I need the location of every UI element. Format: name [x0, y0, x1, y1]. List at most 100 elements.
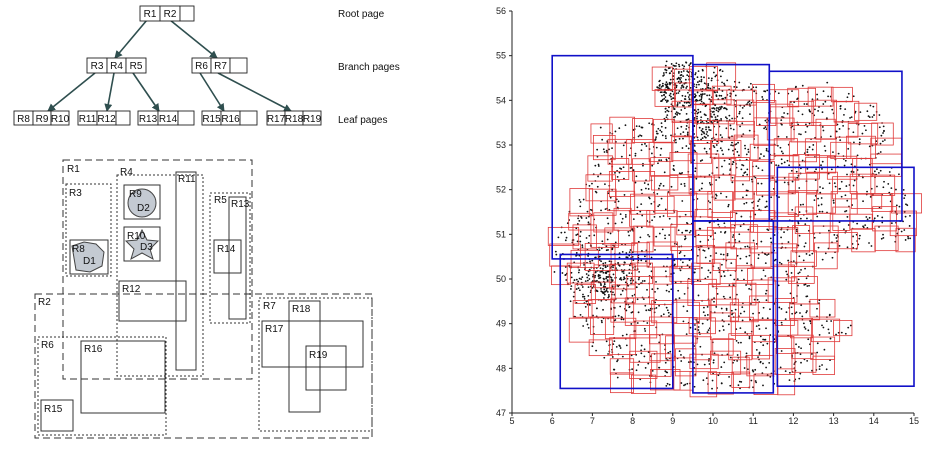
data-point	[714, 118, 717, 121]
data-point	[898, 205, 901, 208]
data-point	[686, 131, 689, 134]
data-point	[697, 326, 700, 328]
data-point	[618, 264, 621, 267]
data-point	[740, 380, 743, 383]
data-point	[852, 235, 855, 238]
data-point	[882, 125, 885, 128]
data-point	[773, 234, 776, 236]
data-point	[625, 309, 628, 312]
data-point	[703, 93, 706, 95]
region-labels: R1 R2 R3 R4 R5 R6 R7 R8 R9 R10 R11 R12 R…	[38, 164, 328, 415]
leaf-mbr	[766, 117, 795, 141]
data-point	[594, 271, 597, 274]
data-point	[649, 309, 651, 312]
data-point	[739, 125, 741, 128]
data-point	[725, 127, 728, 130]
top-level-mbr	[776, 166, 915, 387]
data-point	[800, 304, 803, 307]
data-point	[699, 111, 702, 113]
data-point	[587, 274, 590, 277]
data-point	[675, 111, 678, 114]
data-point	[605, 276, 608, 278]
data-point	[852, 131, 855, 134]
data-point	[745, 153, 748, 156]
data-point	[716, 91, 719, 94]
data-point	[686, 85, 688, 88]
data-point	[845, 209, 848, 212]
data-point	[764, 206, 767, 209]
rtree-diagram: Root page Branch pages Leaf pages R1 R2 …	[13, 5, 400, 439]
data-point	[673, 169, 676, 172]
data-point	[650, 256, 653, 259]
data-point	[908, 225, 911, 227]
leaf-mbr	[734, 176, 754, 200]
data-point	[632, 259, 635, 262]
data-point	[682, 320, 685, 323]
data-point	[770, 162, 773, 164]
data-point	[696, 91, 699, 94]
data-point	[797, 123, 800, 126]
data-point	[696, 76, 699, 79]
leaf-mbr	[654, 195, 675, 214]
data-point	[719, 107, 722, 110]
data-point	[622, 144, 625, 147]
data-point	[720, 307, 723, 310]
data-point	[577, 280, 580, 283]
object-d2	[127, 188, 157, 218]
data-point	[816, 342, 819, 345]
data-point	[856, 222, 859, 225]
data-point	[641, 250, 643, 252]
data-point	[698, 189, 701, 192]
x-tick-label: 8	[630, 416, 635, 426]
data-point	[668, 82, 671, 85]
leaf-mbr	[649, 334, 675, 362]
data-point	[666, 382, 669, 385]
data-point	[641, 143, 643, 146]
data-point	[681, 231, 684, 234]
data-point	[812, 144, 815, 146]
leaf-mbr-rectangles	[547, 62, 923, 398]
data-point	[623, 194, 626, 196]
y-tick-label: 50	[496, 274, 506, 284]
leaf-mbr	[690, 190, 713, 218]
data-point	[658, 184, 661, 187]
data-point	[816, 215, 819, 218]
data-point	[817, 204, 820, 207]
data-point	[655, 307, 658, 309]
data-point	[737, 141, 739, 144]
data-point	[827, 95, 830, 98]
region-label: R7	[263, 301, 276, 312]
data-point	[805, 277, 808, 280]
leaf-mbr	[805, 156, 837, 174]
data-point	[621, 289, 624, 292]
data-point	[698, 227, 701, 230]
data-point	[704, 256, 707, 259]
data-point	[744, 245, 747, 248]
data-point	[640, 135, 643, 137]
data-point	[777, 135, 780, 138]
data-point	[689, 86, 692, 89]
data-point	[721, 70, 724, 73]
object-label: D1	[83, 256, 96, 267]
data-point	[665, 137, 667, 140]
data-point	[754, 213, 757, 216]
data-point	[636, 298, 639, 301]
data-point	[719, 68, 722, 71]
data-point	[833, 234, 836, 236]
data-point	[732, 90, 735, 93]
region-r1	[62, 159, 253, 380]
data-point	[828, 332, 831, 334]
data-point	[831, 256, 834, 259]
leaf-mbr	[672, 283, 695, 301]
region-r5	[209, 192, 251, 324]
data-point	[668, 94, 671, 97]
data-point	[872, 105, 875, 108]
data-point	[675, 84, 678, 87]
data-point	[743, 172, 746, 174]
data-point	[864, 129, 867, 132]
leaf-mbr	[572, 224, 597, 250]
data-point	[678, 137, 681, 140]
data-point	[703, 135, 706, 138]
data-point	[795, 170, 798, 173]
region-r17	[261, 320, 364, 368]
